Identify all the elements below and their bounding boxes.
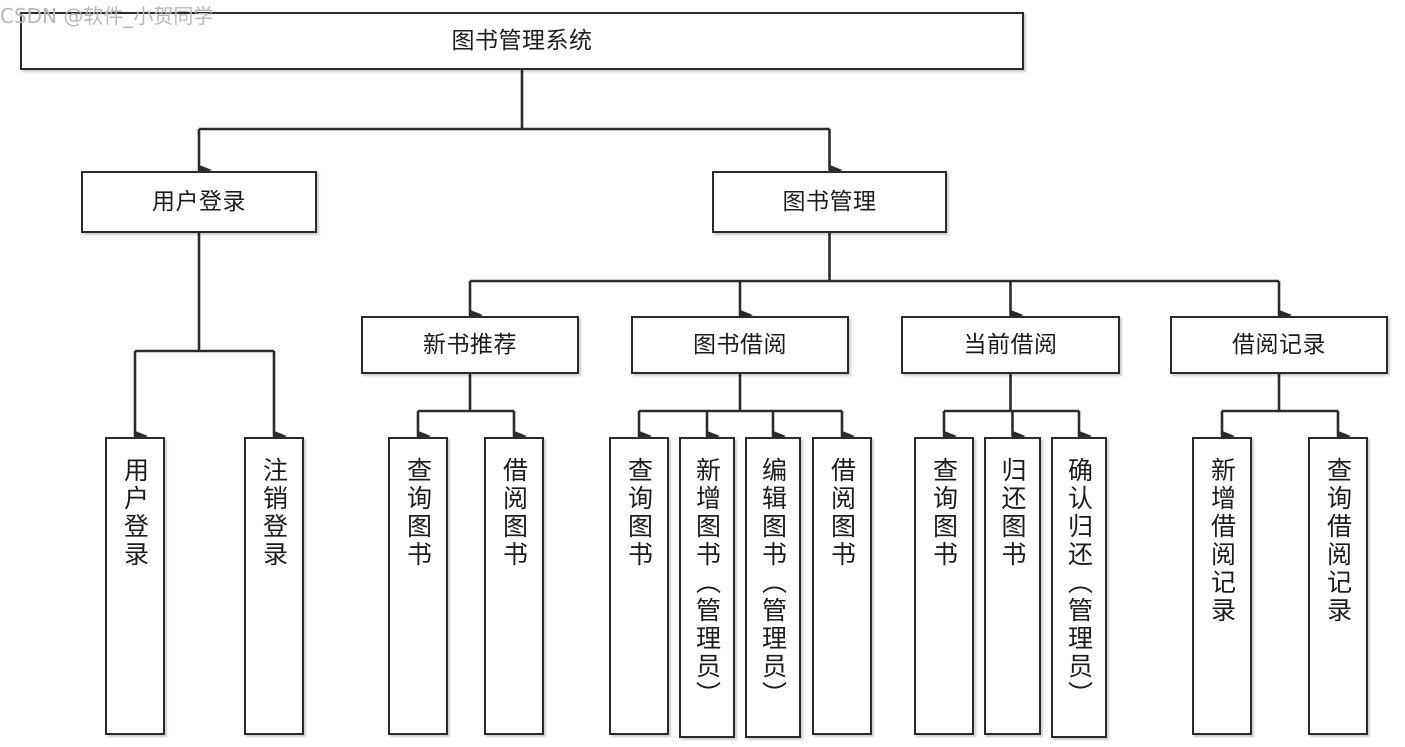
node-new-book-rec[interactable]: 新书推荐: [361, 316, 579, 374]
node-user-login[interactable]: 用户登录: [81, 171, 317, 233]
node-leaf-add-record[interactable]: 新增借阅记录: [1192, 437, 1252, 735]
node-label: 查询借阅记录: [1323, 457, 1353, 625]
node-leaf-return-book[interactable]: 归还图书: [984, 437, 1041, 735]
node-book-borrow[interactable]: 图书借阅: [631, 316, 849, 374]
node-label: 借阅记录: [1232, 331, 1326, 358]
node-borrow-record[interactable]: 借阅记录: [1170, 316, 1388, 374]
node-label: 确认归还（管理员）: [1064, 457, 1094, 709]
node-label: 用户登录: [152, 188, 246, 215]
node-label: 编辑图书（管理员）: [758, 457, 788, 709]
node-label: 归还图书: [998, 457, 1027, 569]
node-label: 图书管理: [782, 188, 877, 215]
node-leaf-query-book-1[interactable]: 查询图书: [388, 437, 448, 735]
node-label: 新增借阅记录: [1207, 457, 1237, 625]
node-leaf-borrow-book-1[interactable]: 借阅图书: [484, 437, 544, 735]
node-leaf-logout[interactable]: 注销登录: [244, 437, 304, 735]
node-leaf-query-book-2[interactable]: 查询图书: [609, 437, 669, 735]
node-label: 查询图书: [403, 457, 433, 569]
node-leaf-add-book[interactable]: 新增图书（管理员）: [679, 437, 735, 738]
node-book-manage[interactable]: 图书管理: [712, 171, 947, 233]
node-label: 图书管理系统: [451, 27, 593, 54]
node-leaf-borrow-book-2[interactable]: 借阅图书: [812, 437, 872, 735]
node-label: 图书借阅: [693, 331, 787, 358]
node-leaf-confirm-return[interactable]: 确认归还（管理员）: [1051, 437, 1107, 738]
node-root[interactable]: 图书管理系统: [20, 12, 1024, 70]
node-leaf-edit-book[interactable]: 编辑图书（管理员）: [745, 437, 801, 738]
node-label: 借阅图书: [499, 457, 529, 569]
node-label: 用户登录: [120, 457, 150, 569]
node-label: 新增图书（管理员）: [692, 457, 722, 709]
node-label: 新书推荐: [423, 331, 517, 358]
node-label: 当前借阅: [963, 331, 1058, 358]
node-label: 借阅图书: [827, 457, 857, 569]
node-label: 注销登录: [259, 457, 289, 569]
csdn-watermark: CSDN @软件_小贺同学: [0, 4, 214, 28]
node-current-borrow[interactable]: 当前借阅: [901, 316, 1120, 374]
node-leaf-query-book-3[interactable]: 查询图书: [914, 437, 974, 735]
node-label: 查询图书: [929, 457, 959, 569]
node-leaf-user-login[interactable]: 用户登录: [105, 437, 165, 735]
node-leaf-query-record[interactable]: 查询借阅记录: [1308, 437, 1368, 735]
node-label: 查询图书: [624, 457, 654, 569]
